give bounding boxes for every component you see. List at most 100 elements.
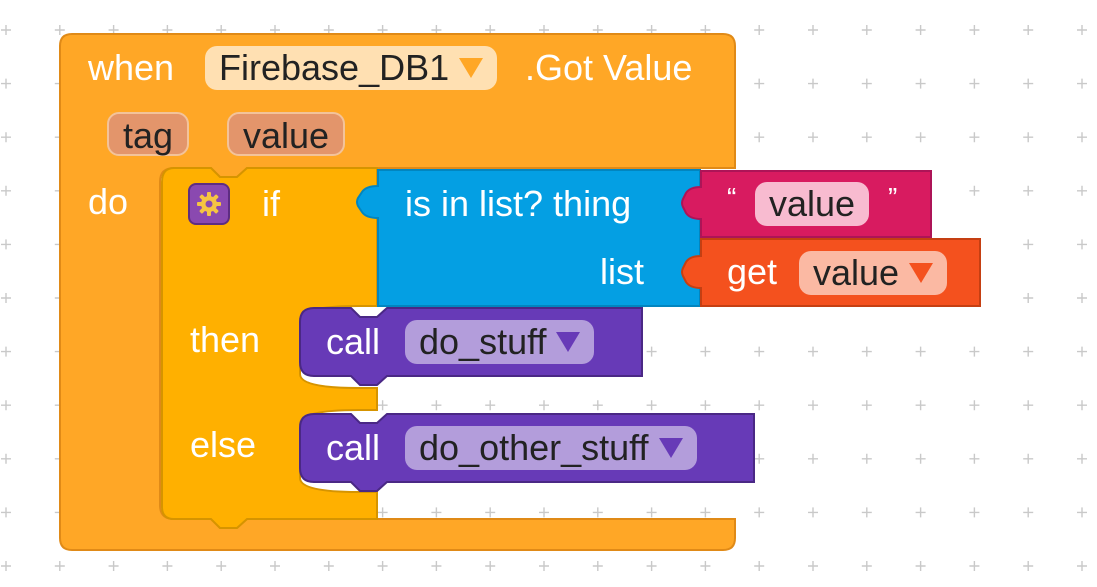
grid-cross	[1023, 132, 1034, 143]
grid-cross	[592, 507, 603, 518]
grid-cross	[969, 185, 980, 196]
grid-cross	[1023, 25, 1034, 35]
grid-cross	[1077, 239, 1087, 250]
grid-cross	[1023, 78, 1034, 89]
grid-cross	[1, 400, 11, 411]
when-label: when	[88, 47, 175, 88]
grid-cross	[915, 78, 926, 89]
grid-cross	[861, 78, 872, 89]
grid-cross	[754, 453, 765, 464]
grid-cross	[1, 239, 11, 250]
grid-cross	[270, 561, 280, 571]
grid-cross	[485, 507, 496, 518]
grid-cross	[646, 507, 657, 518]
grid-cross	[431, 507, 442, 518]
grid-cross	[808, 25, 818, 35]
procedure-dropdown-do-other-stuff[interactable]: do_other_stuff	[405, 426, 697, 470]
grid-cross	[539, 400, 549, 411]
is-in-list-block[interactable]	[356, 169, 701, 307]
event-block-got-value[interactable]	[59, 33, 736, 551]
grid-cross	[808, 507, 818, 518]
grid-cross	[754, 507, 765, 518]
grid-cross	[808, 400, 818, 411]
grid-cross	[915, 507, 926, 518]
grid-cross	[377, 561, 388, 571]
dropdown-arrow-icon	[658, 438, 683, 459]
grid-cross	[808, 132, 818, 143]
variable-name: value	[813, 252, 900, 293]
grid-cross	[1077, 453, 1087, 464]
grid-cross	[323, 561, 334, 571]
open-quote: “	[727, 182, 737, 213]
grid-cross	[915, 453, 926, 464]
grid-cross	[754, 132, 765, 143]
grid-cross	[754, 400, 765, 411]
grid-cross	[1, 25, 11, 35]
grid-cross	[1023, 185, 1034, 196]
grid-cross	[861, 400, 872, 411]
grid-cross	[700, 346, 711, 357]
dropdown-arrow-icon	[459, 58, 484, 79]
grid-cross	[592, 561, 603, 571]
grid-cross	[1, 561, 11, 571]
get-label: get	[727, 251, 778, 292]
grid-cross	[700, 507, 711, 518]
grid-cross	[1077, 132, 1087, 143]
get-variable-dropdown[interactable]: value	[799, 251, 948, 295]
grid-cross	[861, 25, 872, 35]
grid-cross	[1, 453, 11, 464]
grid-cross	[162, 561, 173, 571]
grid-cross	[915, 346, 926, 357]
grid-cross	[1077, 400, 1087, 411]
grid-cross	[1023, 561, 1034, 571]
param-tag[interactable]: tag	[107, 112, 190, 156]
grid-cross	[700, 400, 711, 411]
call-label: call	[326, 321, 381, 362]
param-value[interactable]: value	[227, 112, 346, 156]
grid-cross	[485, 400, 496, 411]
grid-cross	[861, 346, 872, 357]
grid-cross	[1077, 293, 1087, 303]
grid-cross	[1023, 239, 1034, 250]
grid-cross	[861, 453, 872, 464]
grid-cross	[915, 561, 926, 571]
gear-icon	[197, 192, 221, 216]
procedure-name: do_stuff	[419, 321, 547, 362]
grid-cross	[861, 507, 872, 518]
component-name: Firebase_DB1	[219, 47, 450, 88]
grid-cross	[1077, 25, 1087, 35]
grid-cross	[646, 346, 657, 357]
grid-cross	[539, 507, 549, 518]
grid-cross	[808, 346, 818, 357]
grid-cross	[1077, 561, 1087, 571]
do-label: do	[88, 181, 129, 222]
grid-cross	[1023, 453, 1034, 464]
grid-cross	[969, 346, 980, 357]
grid-cross	[1023, 400, 1034, 411]
text-literal-field[interactable]: value	[755, 182, 870, 226]
grid-cross	[808, 561, 818, 571]
grid-cross	[377, 507, 388, 518]
grid-cross	[431, 400, 442, 411]
list-label: list	[600, 251, 644, 292]
event-block-shape[interactable]	[59, 33, 736, 551]
is-in-list-shape[interactable]	[356, 169, 701, 307]
grid-cross	[969, 400, 980, 411]
grid-cross	[700, 561, 711, 571]
grid-cross	[592, 400, 603, 411]
grid-cross	[1, 293, 11, 303]
grid-cross	[1077, 78, 1087, 89]
grid-cross	[377, 400, 388, 411]
grid-cross	[1077, 185, 1087, 196]
mutator-gear-icon[interactable]	[188, 183, 230, 225]
call-label: call	[326, 427, 381, 468]
procedure-dropdown-do-stuff[interactable]: do_stuff	[405, 320, 595, 364]
grid-cross	[969, 78, 980, 89]
grid-cross	[1077, 507, 1087, 518]
grid-cross	[646, 561, 657, 571]
if-label: if	[262, 183, 280, 224]
component-dropdown[interactable]: Firebase_DB1	[205, 46, 498, 90]
grid-cross	[1023, 346, 1034, 357]
grid-cross	[969, 561, 980, 571]
grid-cross	[216, 561, 227, 571]
